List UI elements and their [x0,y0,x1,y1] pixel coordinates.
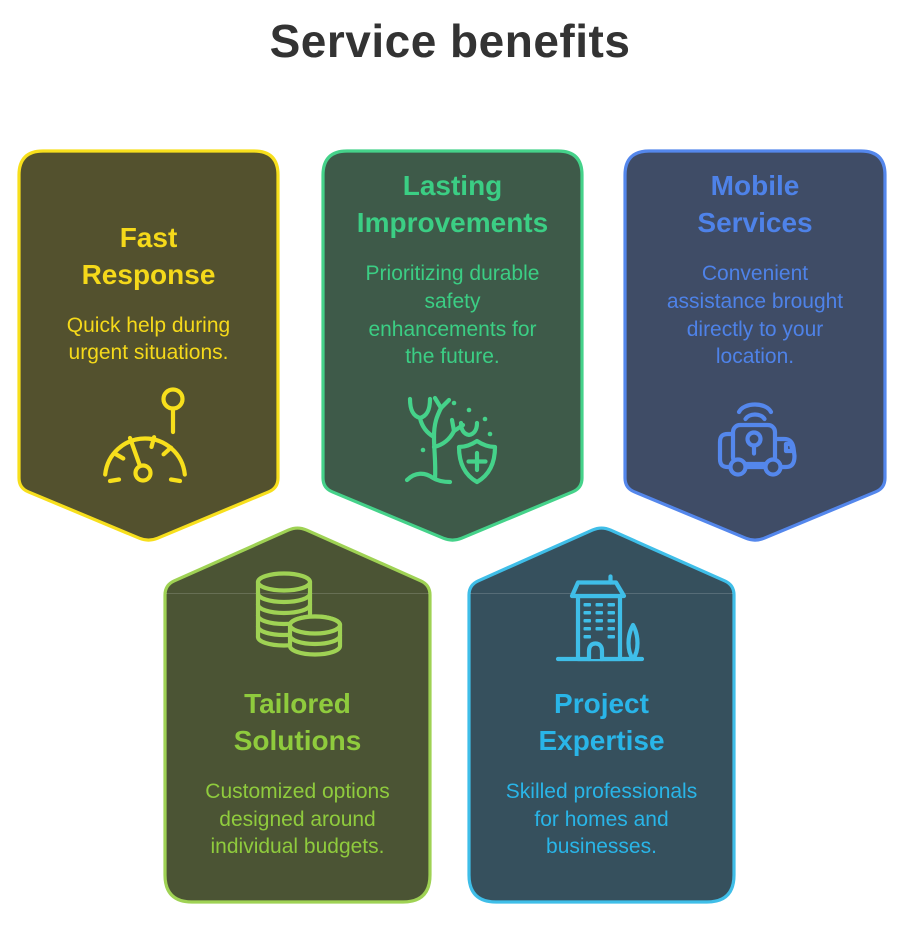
banner-shape [321,149,584,542]
card-content: Project Expertise Skilled professionals … [466,523,737,905]
card-title: Mobile Services [697,170,813,239]
gauge-icon [93,385,205,489]
banner-shape [623,149,887,542]
coins-icon [242,568,354,668]
card-title: Tailored Solutions [233,688,362,756]
building-icon [546,568,658,668]
card-title: Fast Response [81,221,216,290]
card-description: Convenient assistance brought directly t… [666,262,844,369]
card-description: Skilled professionals for homes and busi… [505,779,698,859]
house-shape [467,526,736,904]
service-van-icon [699,389,811,489]
card-content: Fast Response Quick help during urgent s… [16,148,281,545]
card-description: Customized options designed around indiv… [205,779,390,859]
banner-shape [17,149,280,542]
card-mobile-services: Mobile Services Convenient assistance br… [622,148,888,545]
card-description: Prioritizing durable safety enhancements… [365,262,540,369]
page-title: Service benefits [269,15,631,67]
card-description: Quick help during urgent situations. [66,313,231,365]
card-content: Tailored Solutions Customized options de… [162,523,433,905]
card-title: Lasting Improvements [356,170,549,239]
card-lasting-improvements: Lasting Improvements Prioritizing durabl… [320,148,585,545]
tree-shield-icon [397,389,509,489]
card-tailored-solutions: Tailored Solutions Customized options de… [162,523,433,905]
card-content: Mobile Services Convenient assistance br… [622,148,888,545]
card-title: Project Expertise [538,688,665,756]
card-fast-response: Fast Response Quick help during urgent s… [16,148,281,545]
card-project-expertise: Project Expertise Skilled professionals … [466,523,737,905]
card-content: Lasting Improvements Prioritizing durabl… [320,148,585,545]
roof-seam-line [166,593,429,594]
house-shape [163,526,432,904]
